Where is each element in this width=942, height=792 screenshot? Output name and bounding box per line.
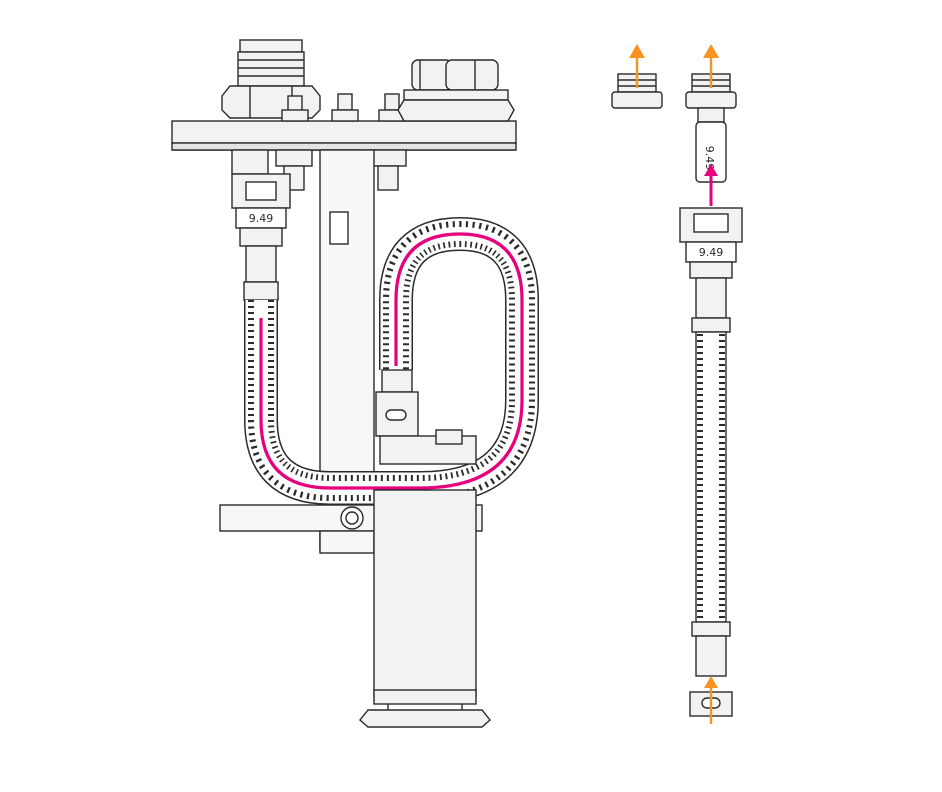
pump-connector: [375, 369, 419, 437]
outlet-fitting: [221, 39, 321, 119]
top-plate: [171, 120, 517, 144]
flow-path: [259, 232, 524, 490]
right-tube-label: 9.49: [703, 146, 716, 171]
pump-body: [373, 489, 477, 697]
right-fitting-label: 9.49: [699, 246, 724, 259]
pump-hanger-assembly: 9.49: [171, 39, 539, 728]
terminal-studs: [281, 93, 406, 122]
left-fitting-label: 9.49: [249, 212, 274, 225]
left-quick-connector: [231, 149, 291, 301]
pump-inlet-strainer: [359, 709, 491, 728]
return-fittings: [397, 59, 515, 122]
